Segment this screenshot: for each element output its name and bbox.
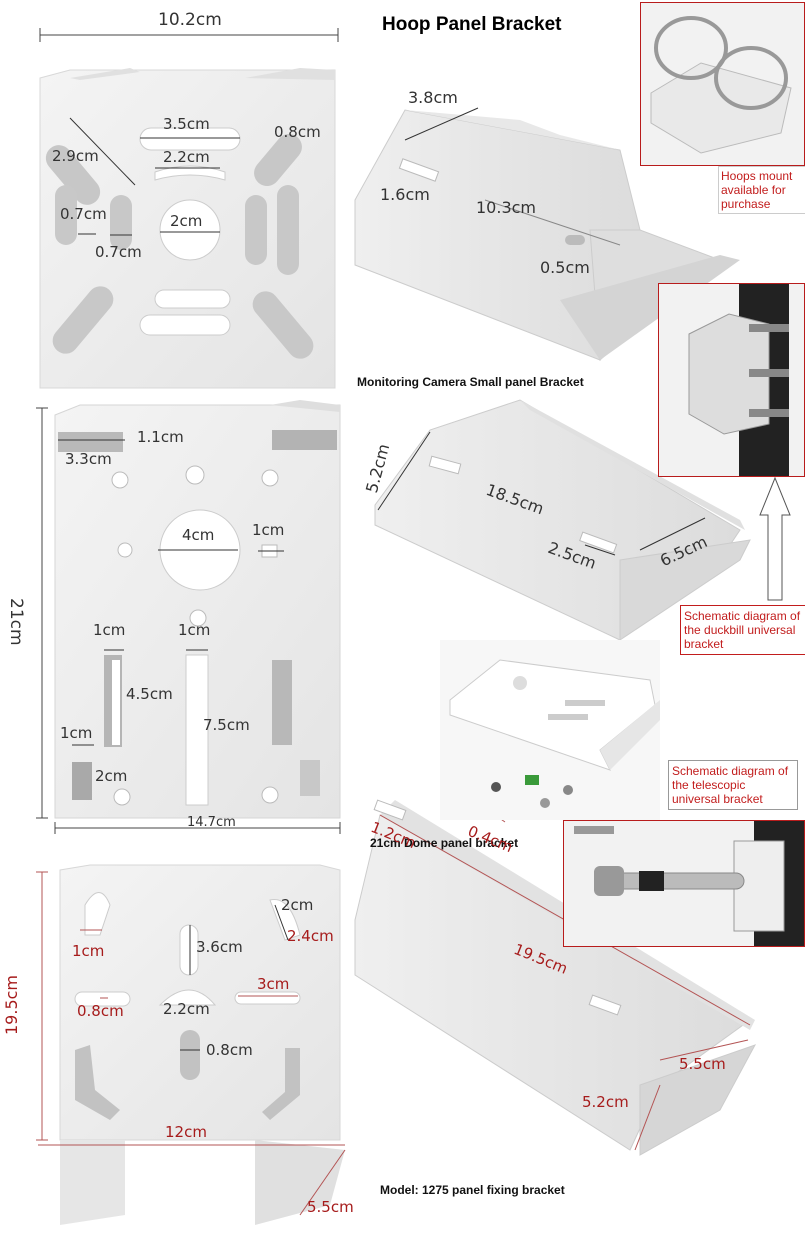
b1-3d-hole-label: 0.5cm <box>540 258 590 277</box>
b3-slot-b-label: 3.6cm <box>196 938 243 956</box>
b1-slot-top-label: 3.5cm <box>163 115 210 133</box>
b1-width-label: 10.2cm <box>158 10 222 30</box>
b2-small-label: 1cm <box>252 521 285 539</box>
b3-3d-depth-label: 5.5cm <box>679 1055 726 1073</box>
b3-slot-g-label: 0.8cm <box>206 1041 253 1059</box>
b2-slot-c-h-label: 2cm <box>95 767 128 785</box>
b1-3d-slot-label: 1.6cm <box>380 185 430 204</box>
caption-small-panel: Monitoring Camera Small panel Bracket <box>357 375 584 389</box>
b2-slot-a-w-label: 1cm <box>93 621 126 639</box>
note-hoops: Hoops mount available for purchase <box>718 166 805 214</box>
bracket-2-3d-view <box>374 399 751 641</box>
b1-small-w-label: 0.7cm <box>60 205 107 223</box>
b1-slot-diag-right-label: 0.8cm <box>274 123 321 141</box>
b3-slot-c-w-label: 2cm <box>281 896 314 914</box>
page-title: Hoop Panel Bracket <box>382 14 562 35</box>
b1-slot-diag-left-label: 2.9cm <box>52 147 99 165</box>
b3-slot-d-label: 0.8cm <box>77 1002 124 1020</box>
bracket-3-front-view <box>36 864 346 1225</box>
caption-dome-panel: 21cm Dome panel bracket <box>370 836 519 850</box>
hoop-mount-photo <box>640 2 805 166</box>
b2-slot-h-label: 1.1cm <box>137 428 184 446</box>
b3-slot-f-label: 3cm <box>257 975 290 993</box>
bracket-1-3d-view <box>354 107 740 362</box>
b3-slot-c-h-label: 2.4cm <box>287 927 334 945</box>
b2-slot-w-label: 3.3cm <box>65 450 112 468</box>
b2-hole-label: 4cm <box>182 526 215 544</box>
b2-slot-b-w-label: 1cm <box>178 621 211 639</box>
telescopic-bracket-photo <box>563 820 805 947</box>
dome-bracket-photo <box>440 640 660 820</box>
b1-3d-height-label: 3.8cm <box>408 88 458 107</box>
note-telescopic: Schematic diagram of the telescopic univ… <box>668 760 798 810</box>
caption-model-1275: Model: 1275 panel fixing bracket <box>380 1183 565 1197</box>
bracket-2-front-view <box>36 400 341 834</box>
b1-hole-label: 2cm <box>170 212 203 230</box>
b3-3d-height-label: 5.2cm <box>582 1093 629 1111</box>
b1-slot-top-inner-label: 2.2cm <box>163 148 210 166</box>
b3-width-label: 12cm <box>165 1123 207 1141</box>
b2-height-label: 21cm <box>6 598 26 646</box>
b1-small-h-label: 0.7cm <box>95 243 142 261</box>
duckbill-bracket-photo <box>658 283 805 477</box>
bracket-1-front-view <box>39 28 339 389</box>
b3-height-label: 19.5cm <box>2 974 21 1035</box>
b1-3d-length-label: 10.3cm <box>476 198 537 217</box>
b3-depth-label: 5.5cm <box>307 1198 354 1216</box>
pointer-arrow <box>759 476 791 601</box>
b3-slot-a-label: 1cm <box>72 942 105 960</box>
b2-slot-a-h-label: 4.5cm <box>126 685 173 703</box>
note-duckbill: Schematic diagram of the duckbill univer… <box>680 605 805 655</box>
b3-slot-e-label: 2.2cm <box>163 1000 210 1018</box>
b2-width-label: 14.7cm <box>187 815 236 830</box>
b2-slot-c-w-label: 1cm <box>60 724 93 742</box>
b2-slot-b-h-label: 7.5cm <box>203 716 250 734</box>
